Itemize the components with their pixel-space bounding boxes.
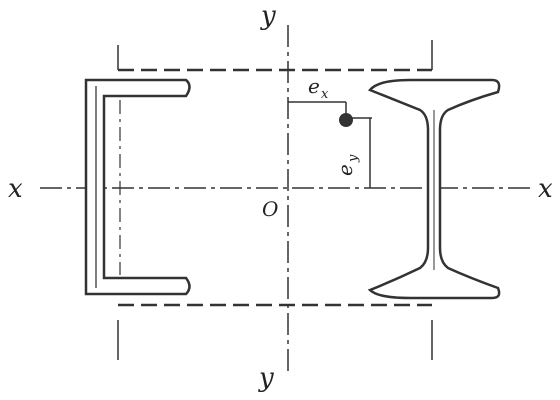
x-axis-label-left: x: [8, 174, 23, 204]
origin-label: O: [262, 197, 278, 221]
channel-section: [84, 78, 191, 296]
channel-outline: [84, 78, 191, 296]
ex-label-subscript: x: [321, 87, 329, 102]
x-axis-label-right: x: [538, 174, 553, 204]
i-beam-section: [367, 78, 501, 300]
labels: x x y y O e x e y: [8, 1, 553, 393]
eccentricity-dimensions: [288, 101, 372, 188]
y-axis-label-bottom: y: [258, 363, 274, 393]
ex-label: e: [308, 74, 320, 98]
y-axis-label-top: y: [260, 1, 276, 31]
section-outline: [117, 40, 433, 360]
ey-label: e: [333, 164, 357, 176]
axes: [40, 25, 530, 375]
load-point-marker: [339, 113, 353, 127]
ey-label-subscript: y: [346, 154, 361, 163]
